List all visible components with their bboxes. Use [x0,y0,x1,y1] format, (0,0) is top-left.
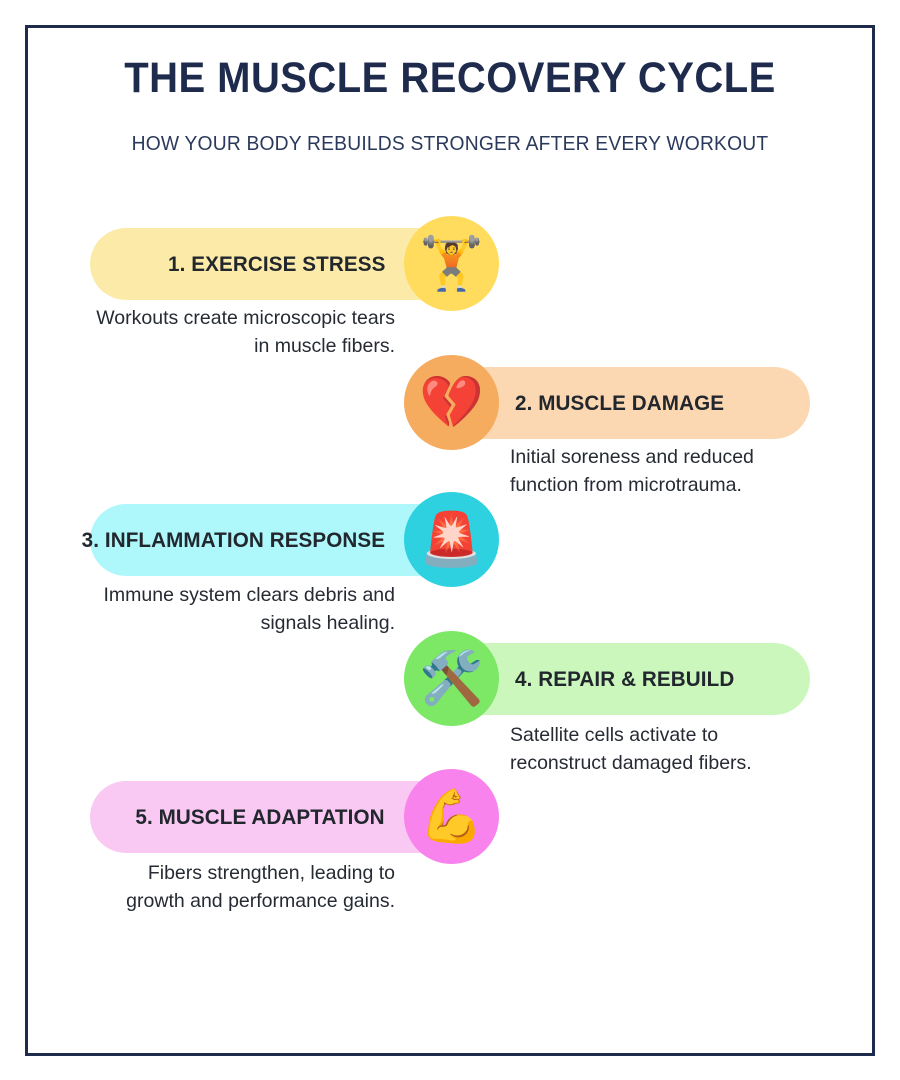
step-pill[interactable]: 2. MUSCLE DAMAGE [440,367,810,439]
step-description: Fibers strengthen, leading to growth and… [126,862,395,912]
poster-header: THE MUSCLE RECOVERY CYCLE HOW YOUR BODY … [50,54,850,156]
step-pill[interactable]: 3. INFLAMMATION RESPONSE [81,504,460,576]
rotating-light-icon: 🚨 [419,510,484,569]
step-label: 2. MUSCLE DAMAGE [515,390,725,415]
step-label: 1. EXERCISE STRESS [167,251,385,276]
step-icon-circle: 🚨 [404,492,499,587]
flexed-biceps-icon: 💪 [419,787,484,846]
step-pill[interactable]: 5. MUSCLE ADAPTATION [90,781,460,853]
step-label: 5. MUSCLE ADAPTATION [135,804,385,829]
step-icon-circle: 💪 [404,769,499,864]
hammer-and-wrench-icon: 🛠️ [419,649,484,708]
step-description: Initial soreness and reduced function fr… [510,446,754,496]
step-pill[interactable]: 4. REPAIR & REBUILD [440,643,810,715]
broken-heart-icon: 💔 [419,373,484,432]
step-icon-circle: 🛠️ [404,631,499,726]
step-label: 4. REPAIR & REBUILD [515,666,735,691]
page-title: THE MUSCLE RECOVERY CYCLE [124,54,776,102]
step-icon-circle: 🏋️ [404,216,499,311]
step-icon-circle: 💔 [404,355,499,450]
step-description: Satellite cells activate to reconstruct … [510,724,752,774]
weightlifter-icon: 🏋️ [419,234,484,293]
page-subtitle: HOW YOUR BODY REBUILDS STRONGER AFTER EV… [131,132,769,156]
step-description: Immune system clears debris and signals … [103,584,395,634]
step-label: 3. INFLAMMATION RESPONSE [81,527,385,552]
step-pill[interactable]: 1. EXERCISE STRESS [90,228,460,300]
step-description: Workouts create microscopic tears in mus… [96,307,395,357]
